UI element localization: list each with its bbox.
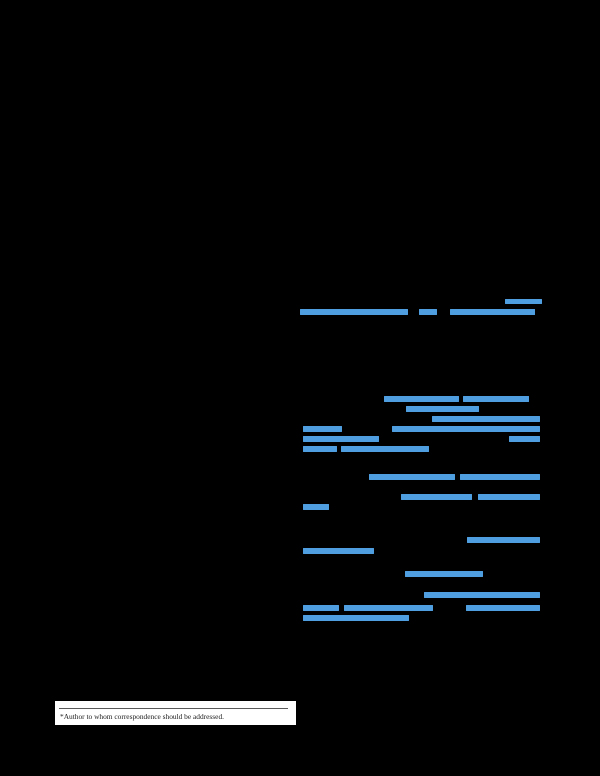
correspondence-footnote-text: *Author to whom correspondence should be…	[60, 712, 224, 721]
selection-highlight-bar[interactable]	[303, 436, 379, 442]
selection-highlight-bar[interactable]	[463, 396, 529, 402]
selection-highlight-bar[interactable]	[466, 605, 540, 611]
selection-highlight-bar[interactable]	[505, 299, 542, 304]
selection-highlight-bar[interactable]	[300, 309, 408, 315]
selection-highlight-bar[interactable]	[467, 537, 540, 543]
selection-highlight-bar[interactable]	[424, 592, 540, 598]
selection-highlight-bar[interactable]	[460, 474, 540, 480]
selection-highlight-bar[interactable]	[303, 548, 374, 554]
selection-highlight-bar[interactable]	[303, 426, 342, 432]
selection-highlight-bar[interactable]	[384, 396, 459, 402]
selection-highlight-bar[interactable]	[369, 474, 455, 480]
selection-highlight-bar[interactable]	[303, 446, 337, 452]
selection-highlight-bar[interactable]	[303, 605, 339, 611]
selection-highlight-bar[interactable]	[432, 416, 540, 422]
selection-highlight-bar[interactable]	[478, 494, 540, 500]
selection-highlight-bar[interactable]	[450, 309, 535, 315]
selection-highlight-bar[interactable]	[513, 309, 535, 315]
footnote-box: *Author to whom correspondence should be…	[55, 701, 296, 725]
selection-highlight-bar[interactable]	[303, 504, 329, 510]
selection-highlight-bar[interactable]	[406, 406, 479, 412]
selection-highlight-bar[interactable]	[303, 615, 409, 621]
selection-highlight-bar[interactable]	[392, 426, 540, 432]
selection-highlight-bar[interactable]	[509, 436, 540, 442]
selection-highlight-bar[interactable]	[341, 446, 429, 452]
footnote-clipped-line	[59, 701, 291, 702]
selection-highlight-bar[interactable]	[405, 571, 483, 577]
selection-highlight-bar[interactable]	[401, 494, 472, 500]
selection-highlight-bar[interactable]	[419, 309, 437, 315]
selection-highlight-bar[interactable]	[344, 605, 433, 611]
footnote-divider-rule	[59, 708, 288, 709]
